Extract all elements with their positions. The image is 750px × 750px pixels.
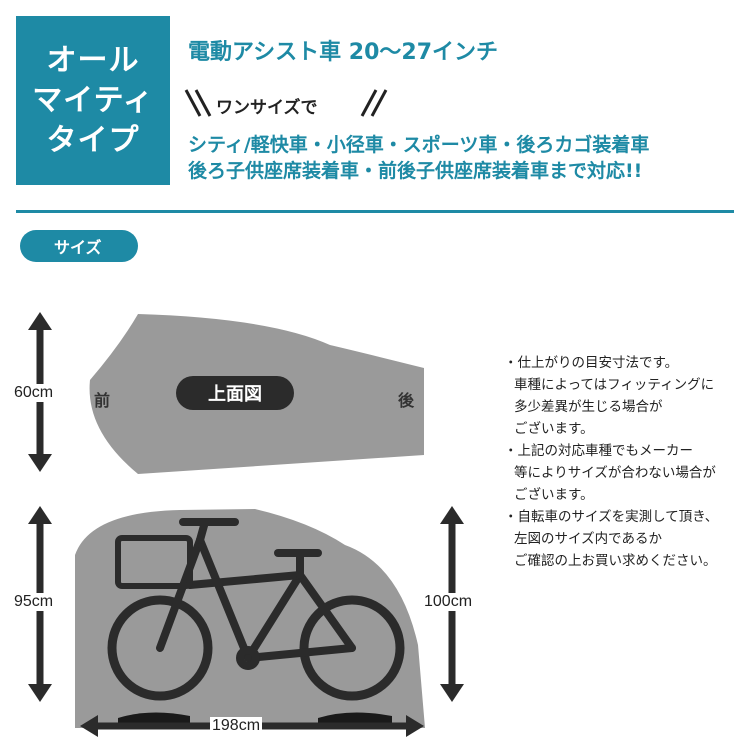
basket xyxy=(115,535,193,589)
size-section-label: サイズ xyxy=(20,230,138,262)
note-line: 左図のサイズ内であるか xyxy=(514,531,662,547)
bicycle-icon xyxy=(156,518,356,670)
top-height-label: 60cm xyxy=(14,384,54,402)
rear-wheel xyxy=(299,595,405,701)
one-size-row: ワンサイズで xyxy=(180,84,390,124)
top-view-title: 上面図 xyxy=(176,376,294,410)
compatibility-text: シティ/軽快車・小径車・スポーツ車・後ろカゴ装着車 後ろ子供座席装着車・前後子供… xyxy=(188,132,649,184)
compatibility-line-2: 後ろ子供座席装着車・前後子供座席装着車まで対応!! xyxy=(188,160,643,182)
side-view-cover xyxy=(75,509,425,728)
compatibility-line-1: シティ/軽快車・小径車・スポーツ車・後ろカゴ装着車 xyxy=(188,134,650,156)
rear-height-label: 100cm xyxy=(424,593,473,611)
badge-line-3: タイプ xyxy=(46,122,140,158)
note-line: ・自転車のサイズを実測して頂き、 xyxy=(504,509,719,525)
note-line: 車種によってはフィッティングに xyxy=(514,377,715,393)
length-label: 198cm xyxy=(210,717,263,735)
note-line: 多少差異が生じる場合が xyxy=(514,399,663,415)
note-line: ご確認の上お買い求めください。 xyxy=(514,553,717,569)
front-height-label: 95cm xyxy=(14,593,54,611)
front-wheel xyxy=(107,595,213,701)
note-3: ・自転車のサイズを実測して頂き、 左図のサイズ内であるか ご確認の上お買い求めく… xyxy=(504,506,744,572)
all-mighty-type-badge: オール マイティ タイプ xyxy=(16,16,170,185)
emphasis-slashes-icon xyxy=(184,89,388,117)
note-line: ・仕上がりの目安寸法です。 xyxy=(504,355,679,371)
note-line: 等によりサイズが合わない場合が xyxy=(514,465,716,481)
note-line: ございます。 xyxy=(514,487,594,503)
headline: 電動アシスト車 20〜27インチ xyxy=(188,40,499,65)
note-line: ございます。 xyxy=(514,421,594,437)
note-2: ・上記の対応車種でもメーカー 等によりサイズが合わない場合が ございます。 xyxy=(504,440,744,506)
badge-line-2: マイティ xyxy=(32,82,154,118)
badge-line-1: オール xyxy=(46,42,140,78)
section-divider xyxy=(16,210,734,213)
rear-label: 後 xyxy=(398,391,415,410)
note-1: ・仕上がりの目安寸法です。 車種によってはフィッティングに 多少差異が生じる場合… xyxy=(504,352,744,440)
notes: ・仕上がりの目安寸法です。 車種によってはフィッティングに 多少差異が生じる場合… xyxy=(504,352,744,572)
note-line: ・上記の対応車種でもメーカー xyxy=(504,443,693,459)
one-size-text: ワンサイズで xyxy=(216,98,318,118)
front-label: 前 xyxy=(94,391,111,410)
